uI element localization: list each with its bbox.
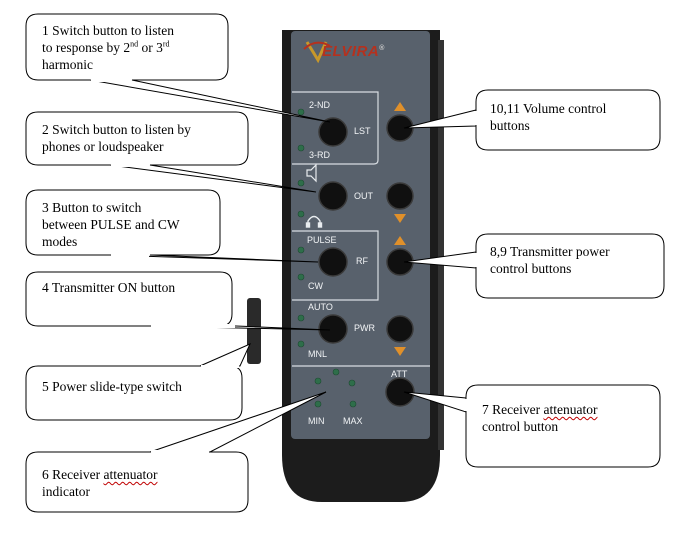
label-mnl: MNL xyxy=(308,349,328,359)
callout-box-6 xyxy=(25,451,249,513)
label-lst: LST xyxy=(354,126,371,136)
registered-mark: ® xyxy=(379,45,385,52)
callout-box-1011 xyxy=(475,89,661,151)
volume-down-arrow-icon xyxy=(394,214,406,223)
led-pulse xyxy=(297,246,305,254)
label-3rd: 3-RD xyxy=(309,150,331,160)
led-att-1 xyxy=(314,377,322,385)
callout-6-text: 6 Receiver attenuator indicator xyxy=(42,467,158,499)
callout-5-text: 5 Power slide-type switch xyxy=(42,379,182,394)
rf-button xyxy=(318,247,348,277)
brand-logo-icon xyxy=(303,41,331,64)
led-att-4 xyxy=(314,400,322,408)
label-min: MIN xyxy=(308,416,325,426)
callout-box-7 xyxy=(465,384,661,468)
callout-89-text: 8,9 Transmitter power control buttons xyxy=(490,244,610,276)
pwr-button xyxy=(318,314,348,344)
led-att-2 xyxy=(332,368,340,376)
callout-4-text: 4 Transmitter ON button xyxy=(42,280,176,295)
label-rf: RF xyxy=(356,256,368,266)
led-speaker xyxy=(297,179,305,187)
label-auto: AUTO xyxy=(308,302,333,312)
callout-box-1 xyxy=(25,13,331,123)
callout-box-3 xyxy=(25,189,319,263)
out-button xyxy=(318,181,348,211)
label-2nd: 2-ND xyxy=(309,100,331,110)
power-up-arrow-icon xyxy=(394,236,406,245)
label-cw: CW xyxy=(308,281,323,291)
callout-box-4 xyxy=(25,271,331,331)
led-3rd xyxy=(297,144,305,152)
callout-box-5 xyxy=(25,365,243,421)
power-down-arrow-icon xyxy=(394,347,406,356)
power-down-button xyxy=(386,315,414,343)
power-slide-switch xyxy=(247,298,261,364)
callout-3-text: 3 Button to switch between PULSE and CW … xyxy=(42,200,180,249)
volume-up-arrow-icon xyxy=(394,102,406,111)
callout-1-text: 1 Switch button to listen to response by… xyxy=(42,23,175,72)
label-pwr: PWR xyxy=(354,323,375,333)
pointer-5 xyxy=(199,343,251,367)
callout-2-text: 2 Switch button to listen by phones or l… xyxy=(42,122,191,154)
att-button xyxy=(385,377,415,407)
brand-name: ELVIRA® xyxy=(322,43,385,60)
callout-1011-text: 10,11 Volume control buttons xyxy=(490,101,607,133)
label-max: MAX xyxy=(343,416,363,426)
volume-down-button xyxy=(386,182,414,210)
callout-box-89 xyxy=(475,233,665,299)
led-att-3 xyxy=(348,379,356,387)
led-2nd xyxy=(297,108,305,116)
led-att-5 xyxy=(349,400,357,408)
label-out: OUT xyxy=(354,191,373,201)
label-att: ATT xyxy=(391,369,408,379)
led-phones xyxy=(297,210,305,218)
callout-7-text: 7 Receiver attenuator control button xyxy=(482,402,598,434)
lst-button xyxy=(318,117,348,147)
led-mnl xyxy=(297,340,305,348)
headphones-icon xyxy=(305,215,323,228)
label-pulse: PULSE xyxy=(307,235,337,245)
speaker-icon xyxy=(306,163,317,183)
led-auto xyxy=(297,314,305,322)
callout-box-2 xyxy=(25,111,317,193)
led-cw xyxy=(297,273,305,281)
